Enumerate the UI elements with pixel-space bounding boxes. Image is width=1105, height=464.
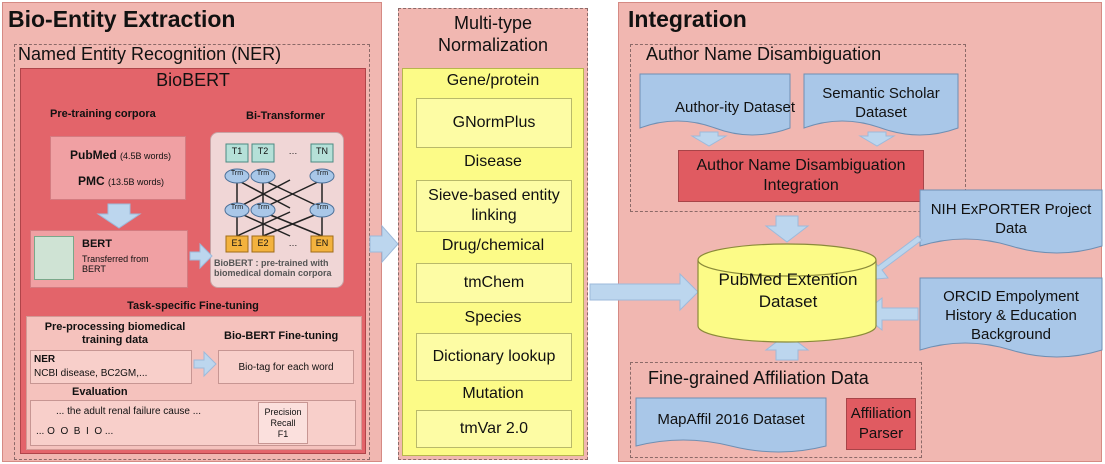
dictionary-lookup-box: Dictionary lookup bbox=[416, 333, 572, 381]
mapaffil-label: MapAffil 2016 Dataset bbox=[657, 410, 805, 428]
pubmed-corpus: PubMed (4.5B words) bbox=[70, 148, 171, 162]
pubmed-label: PubMed bbox=[70, 148, 117, 162]
trm-node-label: Trm bbox=[230, 170, 244, 177]
token-t1: T1 bbox=[231, 146, 243, 156]
bitransformer-caption: BioBERT : pre-trained with biomedical do… bbox=[214, 258, 332, 278]
trm-node-label: Trm bbox=[256, 170, 270, 177]
gnormplus-box: GNormPlus bbox=[416, 98, 572, 148]
ner-data-box bbox=[30, 350, 192, 384]
bitransformer-title: Bi-Transformer bbox=[246, 110, 325, 122]
embed-e2: E2 bbox=[257, 238, 269, 248]
pmc-corpus: PMC (13.5B words) bbox=[78, 174, 164, 188]
semantic-scholar-label: Semantic Scholar Dataset bbox=[822, 85, 940, 121]
biobert-title: BioBERT bbox=[156, 70, 230, 90]
ner-label: Named Entity Recognition (NER) bbox=[18, 44, 282, 64]
affiliation-title: Fine-grained Affiliation Data bbox=[648, 368, 869, 388]
and-frame bbox=[630, 44, 966, 212]
authority-dataset-label: Author-ity Dataset bbox=[674, 98, 796, 116]
affiliation-frame bbox=[630, 362, 922, 458]
mutation-header: Mutation bbox=[462, 385, 524, 402]
gene-protein-header: Gene/protein bbox=[446, 72, 540, 89]
eval-tags: ... O O B I O ... bbox=[36, 426, 114, 437]
nih-exporter-label: NIH ExPORTER Project Data bbox=[930, 201, 1092, 237]
and-integration-box: Author Name Disambiguation Integration bbox=[678, 150, 924, 202]
pmc-words: (13.5B words) bbox=[108, 177, 165, 187]
pubmed-words: (4.5B words) bbox=[120, 151, 172, 161]
token-ellipsis: … bbox=[288, 146, 298, 156]
drug-chemical-header: Drug/chemical bbox=[441, 237, 545, 254]
bert-diagram-icon bbox=[34, 236, 74, 280]
preproc-title: Pre-processing biomedical training data bbox=[44, 321, 186, 346]
metrics-box: Precision Recall F1 bbox=[258, 402, 308, 444]
eval-sentence: ... the adult renal failure cause ... bbox=[56, 406, 202, 417]
normalization-title: Multi-type Normalization bbox=[437, 13, 549, 55]
pretraining-title: Pre-training corpora bbox=[50, 108, 156, 120]
bert-subtitle: Transferred from BERT bbox=[82, 254, 149, 274]
tmchem-box: tmChem bbox=[416, 263, 572, 303]
and-title: Author Name Disambiguation bbox=[646, 44, 882, 64]
token-tn: TN bbox=[316, 146, 328, 156]
corpora-box bbox=[50, 136, 186, 200]
pubmed-extension-label: PubMed Extention Dataset bbox=[718, 270, 858, 311]
bert-title: BERT bbox=[82, 238, 112, 250]
species-header: Species bbox=[464, 309, 522, 326]
affiliation-parser-box: Affiliation Parser bbox=[846, 398, 916, 450]
sieve-linking-box: Sieve-based entity linking bbox=[416, 180, 572, 232]
trm-node-label: Trm bbox=[315, 170, 329, 177]
evaluation-title: Evaluation bbox=[72, 386, 128, 398]
biotag-box: Bio-tag for each word bbox=[218, 350, 354, 384]
orcid-label: ORCID Empolyment History & Education Bac… bbox=[943, 287, 1079, 343]
ner-item: NER bbox=[34, 354, 56, 365]
ner-detail: NCBI disease, BC2GM,... bbox=[34, 368, 148, 379]
trm-node-label: Trm bbox=[256, 204, 270, 211]
finetune-title: Task-specific Fine-tuning bbox=[127, 300, 259, 312]
disease-header: Disease bbox=[464, 153, 522, 170]
integration-title: Integration bbox=[628, 6, 747, 32]
pmc-label: PMC bbox=[78, 174, 105, 188]
biobert-finetune-title: Bio-BERT Fine-tuning bbox=[224, 330, 339, 342]
tmvar-box: tmVar 2.0 bbox=[416, 410, 572, 448]
embed-ellipsis: … bbox=[288, 238, 298, 248]
bio-entity-extraction-title: Bio-Entity Extraction bbox=[8, 6, 236, 32]
embed-en: EN bbox=[315, 238, 329, 248]
trm-node-label: Trm bbox=[230, 204, 244, 211]
trm-node-label: Trm bbox=[315, 204, 329, 211]
embed-e1: E1 bbox=[231, 238, 243, 248]
token-t2: T2 bbox=[257, 146, 269, 156]
